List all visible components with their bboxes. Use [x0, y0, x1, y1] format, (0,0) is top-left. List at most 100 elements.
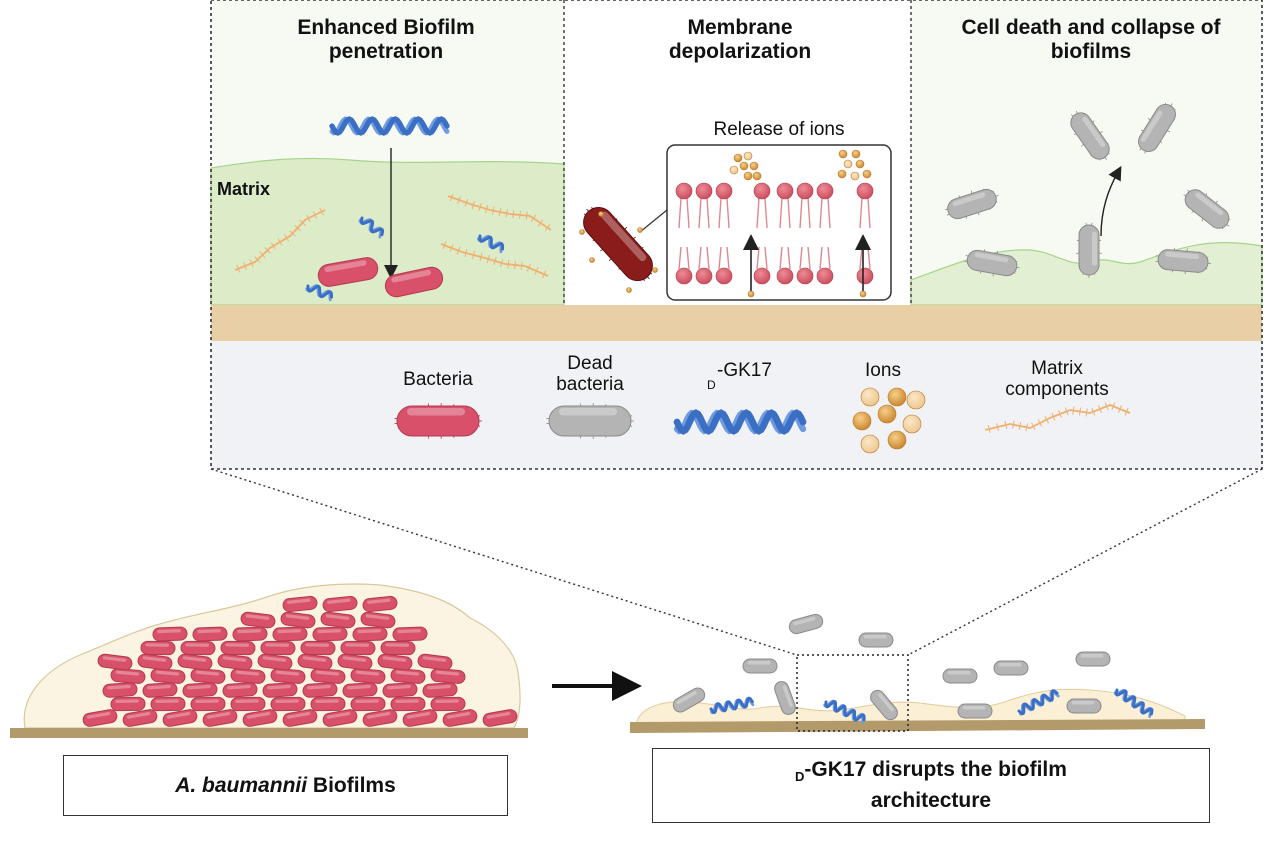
cell-highlight — [342, 656, 367, 662]
cell-highlight — [102, 656, 127, 662]
cell-highlight — [315, 699, 339, 703]
lipid-head — [675, 182, 693, 200]
lipid-tail — [807, 197, 811, 229]
damaged-bacterium — [583, 206, 653, 282]
cell-body — [390, 668, 426, 684]
cell-body — [310, 696, 346, 712]
lipid-tail — [698, 246, 702, 270]
cell-highlight — [447, 711, 471, 719]
cell-highlight — [1140, 110, 1163, 142]
fiber-bristle — [500, 259, 504, 267]
biofilm-bacterium — [270, 696, 306, 712]
cell-body — [583, 206, 653, 282]
legend-dead-bacteria-icon — [546, 403, 634, 439]
fiber-bristle — [312, 211, 318, 219]
cell-body — [312, 626, 348, 642]
cell-body — [240, 611, 276, 629]
fiber-bristle — [277, 238, 283, 246]
fiber-bristle — [1085, 408, 1088, 417]
helix-front — [673, 409, 807, 435]
lipid-tail — [819, 197, 823, 229]
biofilm-bacterium — [260, 640, 296, 656]
cell-highlight — [195, 670, 220, 676]
cell-body — [150, 696, 186, 712]
caption-right: D-GK17 disrupts the biofilm architecture — [652, 748, 1210, 823]
biofilm-bacterium — [97, 653, 133, 671]
lipid-tail — [867, 197, 871, 229]
ion-release — [637, 227, 643, 233]
cell-body — [392, 626, 428, 642]
panel1-title-line2: penetration — [329, 40, 443, 63]
biofilm-bacterium — [342, 682, 378, 698]
cell-body — [1157, 249, 1209, 273]
biofilm-bacterium — [242, 709, 278, 727]
lipid-head — [796, 267, 814, 285]
fiber-bristle — [1004, 420, 1008, 430]
fiber-bristle — [1037, 419, 1043, 427]
transition-arrow-head — [612, 671, 642, 701]
biofilm-bacterium — [320, 611, 356, 629]
biofilm-bacterium — [322, 595, 358, 613]
disrupted-bacterium — [672, 687, 706, 713]
ion-cluster — [862, 169, 872, 179]
biofilm-bacterium — [152, 626, 188, 642]
cell-body — [672, 687, 706, 713]
lipid-head — [715, 267, 733, 285]
lipid-tail — [706, 197, 710, 229]
cell-body — [162, 709, 198, 727]
fiber-bristle — [1098, 405, 1102, 413]
fiber-bristle — [1044, 415, 1049, 424]
ion-cluster — [843, 159, 853, 169]
bottom-scene — [10, 583, 1205, 738]
ion-cluster — [837, 169, 847, 179]
cell-body — [377, 653, 413, 671]
cell-highlight — [747, 661, 771, 665]
fiber-bristle — [1104, 402, 1109, 411]
biofilm-bacterium — [122, 709, 158, 727]
biofilm-bacterium — [257, 653, 293, 671]
cell-body — [966, 249, 1018, 277]
cell-body — [322, 709, 358, 727]
legend-matrix-label-line1: Matrix — [1031, 358, 1083, 379]
cell-body — [302, 682, 338, 698]
cell-highlight — [155, 670, 180, 676]
cell-body — [137, 653, 173, 671]
dead-bacterium — [1138, 102, 1176, 154]
cell-highlight — [307, 684, 331, 690]
fiber-bristle — [478, 203, 482, 211]
fiber-bristle — [1118, 405, 1122, 413]
cell-body — [322, 595, 358, 613]
cell-highlight — [1092, 231, 1097, 266]
biofilm-bacterium — [380, 640, 416, 656]
disrupted-bacterium — [788, 613, 824, 635]
cell-highlight — [365, 614, 390, 620]
cell-body — [350, 668, 386, 684]
biofilm-bacterium — [110, 696, 146, 712]
peptide-helix — [305, 284, 334, 302]
fiber-bristle — [1091, 407, 1096, 416]
legend: Bacteria Dead bacteria D -GK17 Ions Matr… — [394, 353, 1131, 454]
lipid-tail — [799, 246, 803, 270]
legend-dead-label-line1: Dead — [567, 353, 612, 374]
fiber-bristle — [259, 251, 266, 259]
cell-highlight — [247, 711, 271, 719]
dead-bacterium — [1155, 247, 1211, 275]
zoom-frame — [210, 0, 1263, 470]
cell-body — [262, 682, 298, 698]
cell-body — [957, 703, 993, 719]
legend-ion-icon — [887, 387, 907, 407]
cell-body — [202, 709, 238, 727]
ion-cluster — [855, 159, 865, 169]
cell-body — [430, 696, 466, 712]
biofilm-bacterium — [190, 668, 226, 684]
cell-body — [362, 709, 398, 727]
biofilm-bacterium — [310, 696, 346, 712]
cell-highlight — [327, 711, 351, 719]
cell-body — [430, 668, 466, 684]
cell-body — [774, 681, 796, 715]
cell-highlight — [324, 260, 367, 273]
cell-highlight — [302, 656, 327, 662]
cell-body — [282, 709, 318, 727]
ground-left — [10, 728, 528, 738]
